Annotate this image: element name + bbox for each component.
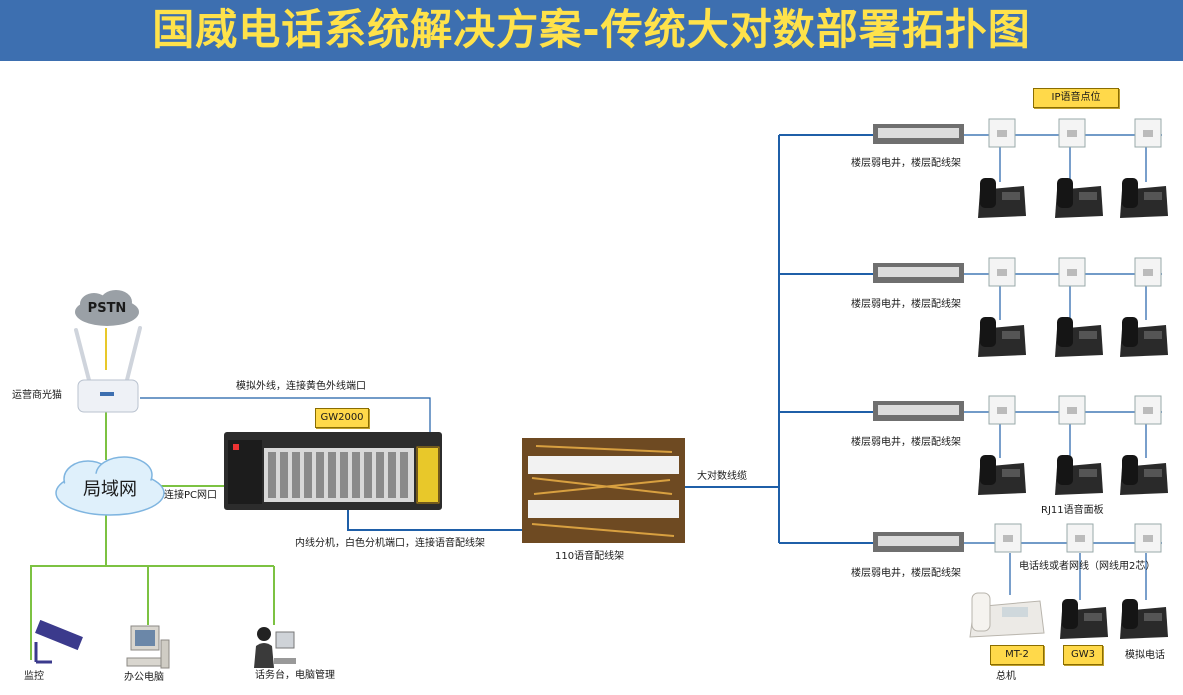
multi-pair-cable-label: 大对数线缆 [697,471,747,482]
floor-label: 楼层弱电井，楼层配线架 [851,568,961,579]
desk-phone-icon [1118,453,1170,497]
ip-voice-point-tag: IP语音点位 [1033,88,1119,108]
desk-phone-icon [976,453,1028,497]
floor-label: 楼层弱电井，楼层配线架 [851,437,961,448]
rj11-panel-label: RJ11语音面板 [1041,505,1104,516]
analog-trunk-label: 模拟外线，连接黄色外线端口 [236,381,366,392]
wall-socket [988,395,1016,425]
office-pc-label: 办公电脑 [124,672,164,683]
desk-phone-icon [1058,597,1110,641]
desk-phone-icon [1118,176,1170,220]
modem-label: 运营商光猫 [12,390,62,401]
phone-cable-label: 电话线或者网线（网线用2芯） [1019,561,1156,572]
desk-phone-icon [1053,315,1105,359]
desk-phone-icon [976,315,1028,359]
wall-socket [1058,257,1086,287]
lan-label: 局域网 [83,479,137,500]
floor-patch-panel [873,530,964,554]
floor-patch-panel [873,399,964,423]
wall-socket [1134,118,1162,148]
wall-socket [1134,523,1162,553]
pbx-chassis [224,430,442,510]
lan-cloud: 局域网 [50,455,170,519]
monitor-label: 监控 [24,671,44,682]
title-bar [0,0,1183,61]
desk-phone-icon [1053,453,1105,497]
mt2-tag: MT-2 [990,645,1044,665]
wall-socket [1066,523,1094,553]
floor-patch-panel [873,261,964,285]
camera-icon [22,619,86,668]
main-phone-label: 总机 [996,671,1016,682]
desk-phone-icon [1053,176,1105,220]
wall-socket [988,257,1016,287]
floor-patch-panel [873,122,964,146]
pbx-tag: GW2000 [315,408,369,428]
pstn-label: PSTN [87,301,127,316]
operator-label: 话务台，电脑管理 [255,670,335,681]
desk-phone-icon [1118,315,1170,359]
modem-icon [64,322,152,414]
wall-socket [994,523,1022,553]
floor-label: 楼层弱电井，楼层配线架 [851,158,961,169]
gw3-tag: GW3 [1063,645,1103,665]
wall-socket [1134,257,1162,287]
wall-socket [1058,118,1086,148]
desk-phone-icon [1118,597,1170,641]
operator-icon [250,624,298,670]
analog-phone-label: 模拟电话 [1125,650,1165,661]
office-pc-icon [125,624,171,670]
extension-label: 内线分机，白色分机端口，连接语音配线架 [295,538,485,549]
distribution-frame-label: 110语音配线架 [555,551,625,562]
wall-socket [1058,395,1086,425]
page-title: 国威电话系统解决方案-传统大对数部署拓扑图 [152,5,1031,54]
pstn-cloud: PSTN [72,288,142,328]
pc-port-label: 连接PC网口 [164,490,218,501]
operator-console-phone-icon [966,585,1046,641]
wall-socket [988,118,1016,148]
desk-phone-icon [976,176,1028,220]
wall-socket [1134,395,1162,425]
distribution-frame-image [522,438,685,543]
floor-label: 楼层弱电井，楼层配线架 [851,299,961,310]
